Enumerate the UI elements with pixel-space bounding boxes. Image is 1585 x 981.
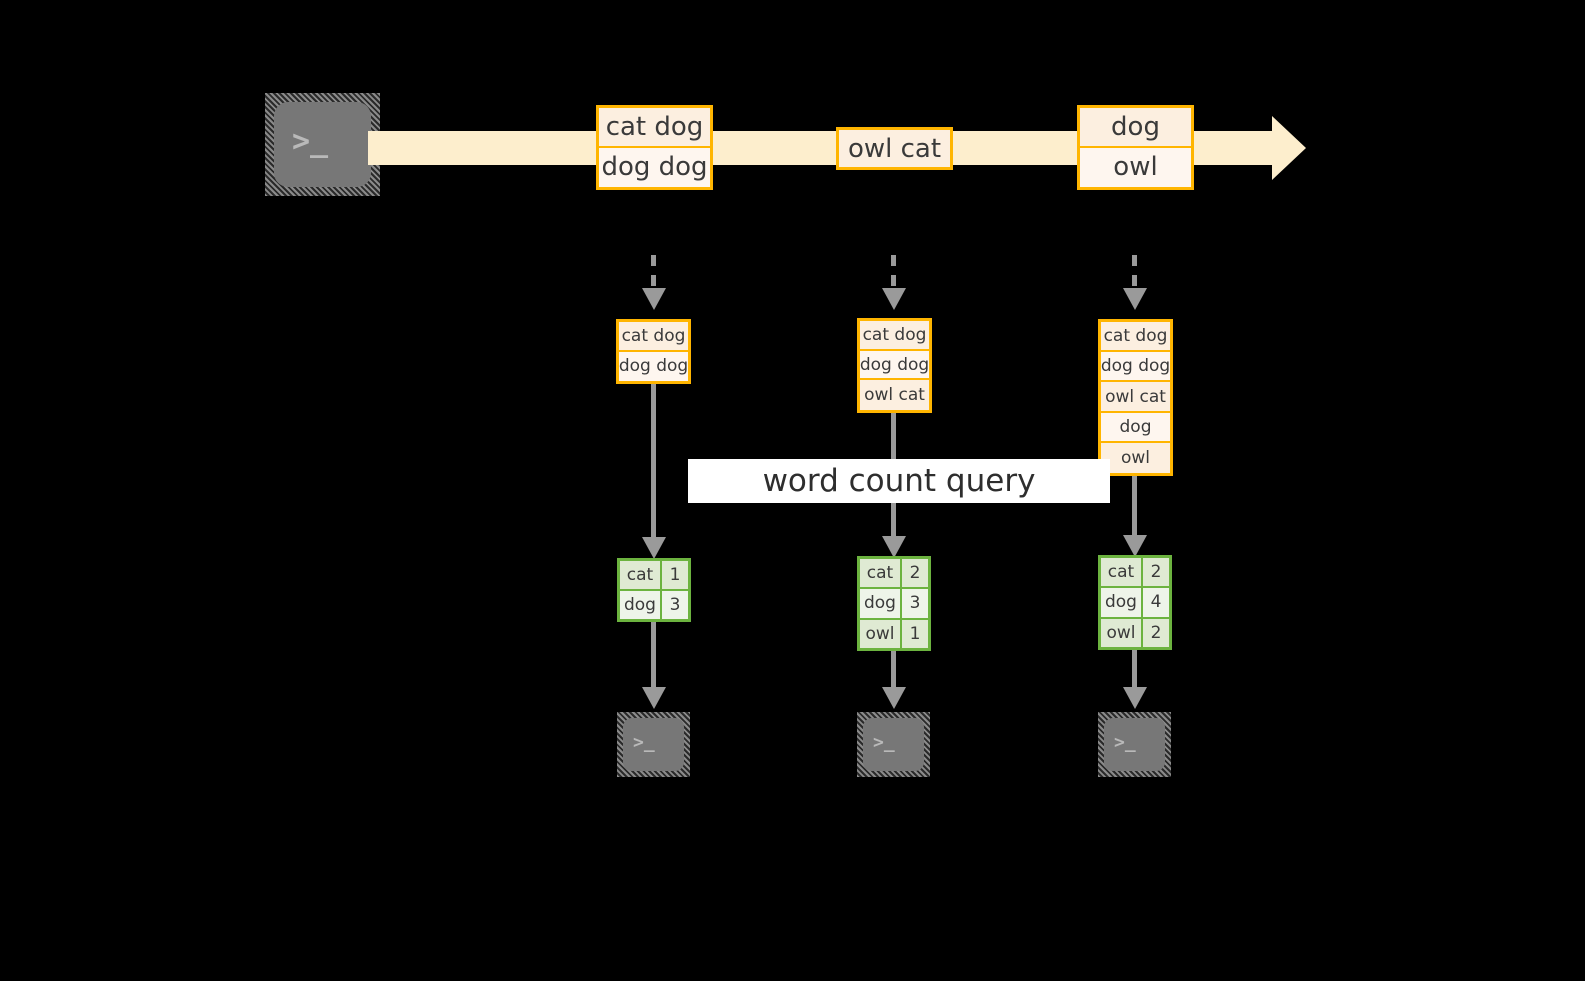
column-2-sink-terminal-icon: >_ [857,712,930,777]
column-2-query-arrowhead [882,536,906,558]
column-1-state-box: cat dog dog dog [616,319,691,384]
column-2-result-count-1: 2 [901,559,928,588]
table-row: cat 2 [860,559,928,590]
column-3-state-line-1: cat dog [1101,322,1170,353]
stream-batch-1-line-1: cat dog [599,108,710,148]
column-2-state-box: cat dog dog dog owl cat [857,318,932,413]
table-row: cat 1 [620,561,688,591]
column-3-sink-line [1132,650,1137,692]
column-2-result-word-3: owl [860,619,902,648]
table-row: owl 2 [1101,618,1169,647]
source-terminal-icon: >_ [265,93,380,196]
stream-batch-2: owl cat [836,127,953,170]
column-2-result-word-2: dog [860,589,902,618]
column-3-state-line-2: dog dog [1101,352,1170,383]
column-3-result-count-3: 2 [1142,618,1169,647]
stream-batch-1-line-2: dog dog [599,147,710,187]
column-1-sink-line [651,622,656,692]
table-row: owl 1 [860,619,928,648]
column-2-result-count-3: 1 [901,619,928,648]
column-1-result-count-1: 1 [661,561,688,589]
column-3-result-table: cat 2 dog 4 owl 2 [1098,555,1172,650]
column-1-sink-terminal-icon: >_ [617,712,690,777]
table-row: cat 2 [1101,558,1169,589]
terminal-screen [623,718,684,771]
table-row: dog 4 [1101,588,1169,619]
column-1-state-line-2: dog dog [619,351,688,381]
column-3-ingest-line [1132,255,1137,293]
column-1-query-arrowhead [642,537,666,559]
column-2-sink-line [891,651,896,692]
column-1-result-count-2: 3 [661,591,688,619]
column-2-sink-arrowhead [882,687,906,709]
column-3-result-word-3: owl [1101,618,1143,647]
stream-batch-1: cat dog dog dog [596,105,713,190]
terminal-screen [274,102,371,187]
column-3-state-line-4: dog [1101,412,1170,443]
query-label: word count query [688,459,1110,503]
stream-batch-3-line-1: dog [1080,108,1191,148]
column-1-ingest-arrowhead [642,288,666,310]
column-2-ingest-line [891,255,896,293]
column-2-result-table: cat 2 dog 3 owl 1 [857,556,931,651]
column-1-result-word-2: dog [620,591,662,619]
column-3-result-count-1: 2 [1142,558,1169,587]
column-1-sink-arrowhead [642,687,666,709]
table-row: dog 3 [860,589,928,620]
terminal-prompt: >_ [633,732,655,753]
column-2-state-line-1: cat dog [860,321,929,351]
stream-arrowhead [1272,116,1306,180]
column-2-state-line-3: owl cat [860,380,929,410]
column-1-state-line-1: cat dog [619,322,688,352]
table-row: dog 3 [620,591,688,619]
column-3-query-arrowhead [1123,535,1147,557]
column-1-query-line [651,384,656,542]
column-3-result-word-1: cat [1101,558,1143,587]
column-3-state-box: cat dog dog dog owl cat dog owl [1098,319,1173,476]
column-1-ingest-line [651,255,656,293]
column-3-sink-arrowhead [1123,687,1147,709]
column-3-state-line-3: owl cat [1101,382,1170,413]
column-2-state-line-2: dog dog [860,350,929,381]
terminal-screen [1104,718,1165,771]
column-3-query-line [1132,476,1137,540]
terminal-prompt: >_ [873,732,895,753]
terminal-prompt: >_ [1114,732,1136,753]
column-2-result-count-2: 3 [901,589,928,618]
column-3-result-word-2: dog [1101,588,1143,617]
column-1-result-word-1: cat [620,561,662,589]
column-2-ingest-arrowhead [882,288,906,310]
column-3-state-line-5: owl [1101,442,1170,473]
column-3-result-count-2: 4 [1142,588,1169,617]
terminal-screen [863,718,924,771]
column-3-sink-terminal-icon: >_ [1098,712,1171,777]
stream-batch-3-line-2: owl [1080,147,1191,187]
stream-batch-2-line-1: owl cat [839,130,950,167]
terminal-prompt: >_ [292,124,329,159]
column-1-result-table: cat 1 dog 3 [617,558,691,622]
stream-batch-3: dog owl [1077,105,1194,190]
column-3-ingest-arrowhead [1123,288,1147,310]
column-2-result-word-1: cat [860,559,902,588]
